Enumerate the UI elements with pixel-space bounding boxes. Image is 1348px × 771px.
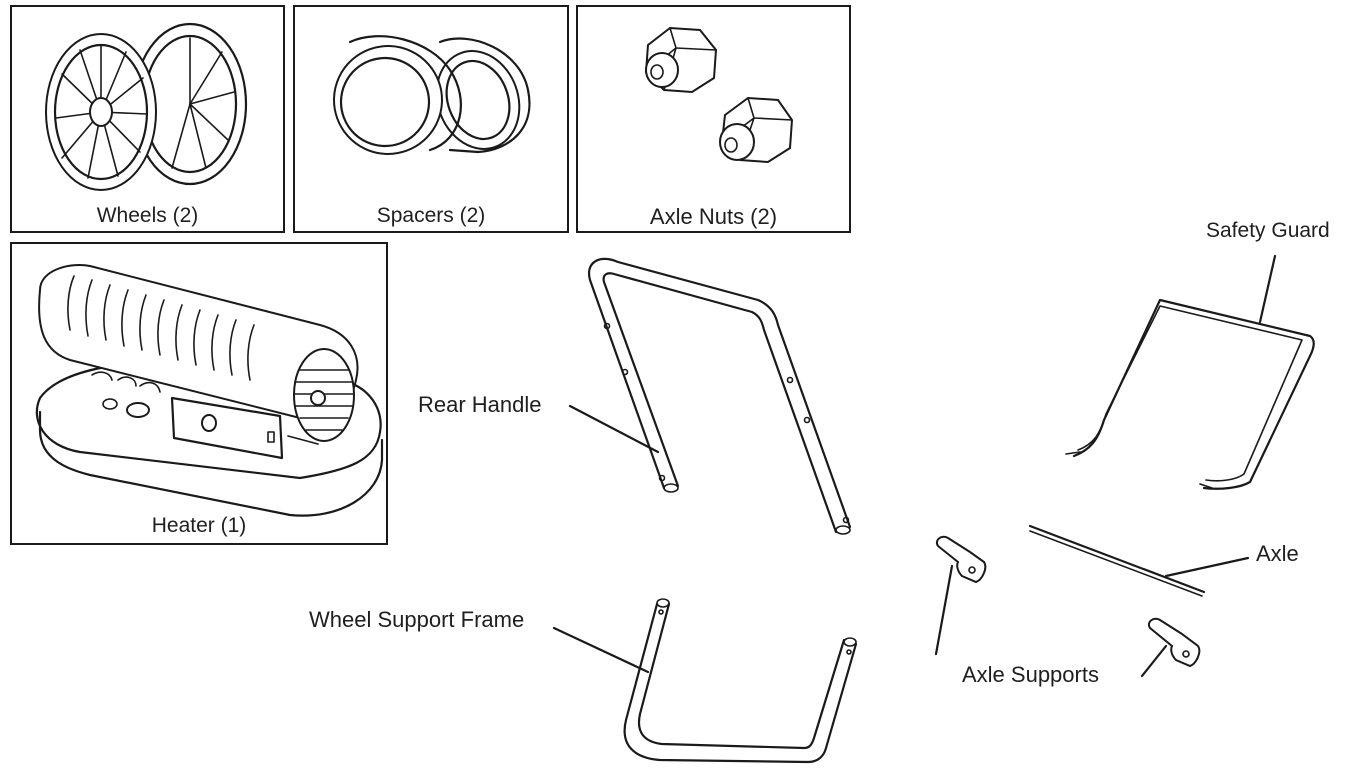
axle-nuts-box: Axle Nuts (2) xyxy=(576,5,851,233)
safety-guard-illustration xyxy=(1065,298,1315,490)
rear-handle-label: Rear Handle xyxy=(418,392,542,417)
axle-nuts-label: Axle Nuts (2) xyxy=(649,204,778,229)
heater-illustration xyxy=(35,264,384,517)
leader-lines xyxy=(552,254,1277,678)
heater-label: Heater (1) xyxy=(151,514,247,537)
rear-handle-illustration xyxy=(587,257,852,535)
axle-supports-illustration xyxy=(936,535,1201,668)
axle-illustration xyxy=(1028,524,1206,597)
axle-supports-label: Axle Supports xyxy=(962,662,1099,687)
spacers-label: Spacers (2) xyxy=(376,204,486,227)
wheels-label: Wheels (2) xyxy=(96,204,199,227)
axle-label: Axle xyxy=(1256,541,1299,566)
safety-guard-label: Safety Guard xyxy=(1206,219,1330,242)
wheels-illustration xyxy=(45,22,248,191)
axle-nuts-illustration xyxy=(644,26,794,164)
wheel-support-frame-label: Wheel Support Frame xyxy=(309,607,525,632)
spacers-illustration xyxy=(333,35,531,155)
wheel-support-frame-illustration xyxy=(623,598,858,764)
